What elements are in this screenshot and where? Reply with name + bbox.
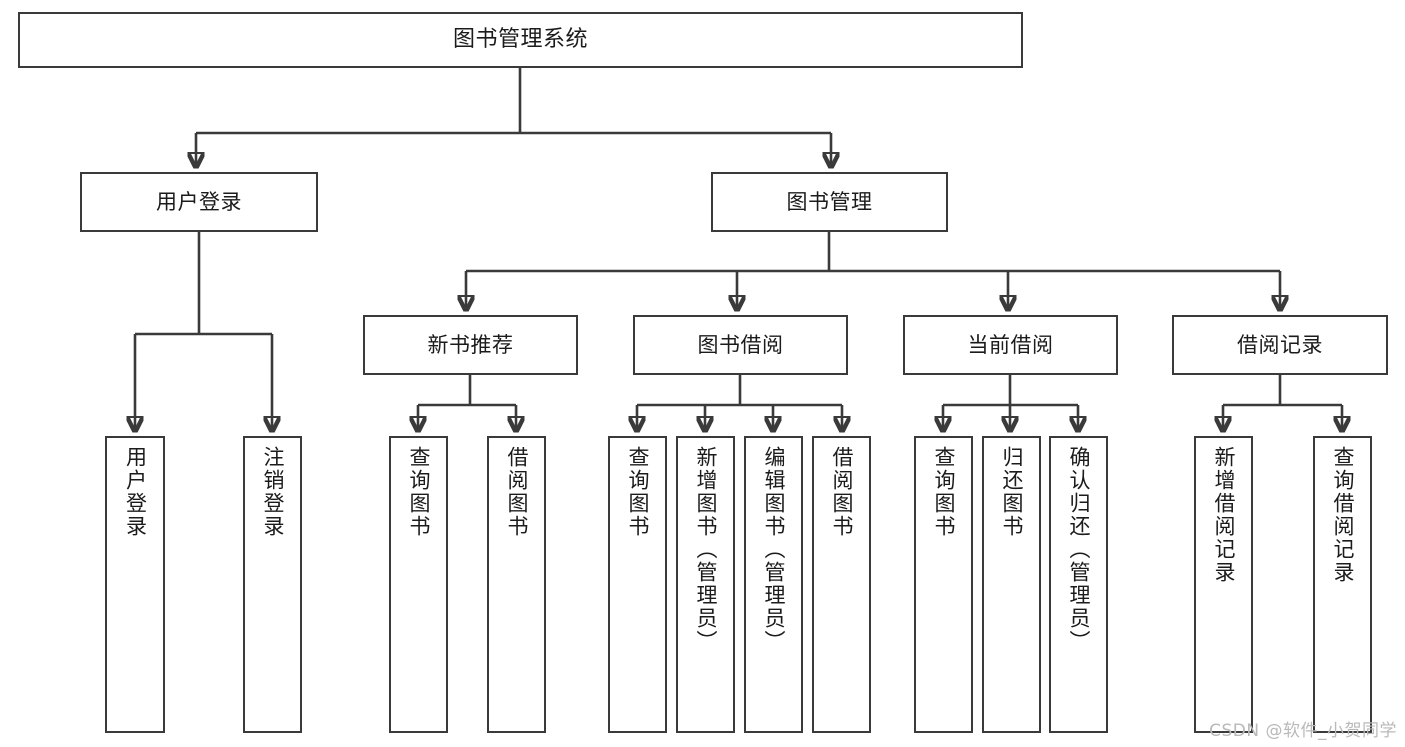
node-leaf-query-record[interactable]: 查询借阅记录 <box>1313 436 1372 733</box>
node-leaf-query-book-3[interactable]: 查询图书 <box>914 436 973 733</box>
node-borrow-record[interactable]: 借阅记录 <box>1172 315 1388 375</box>
node-leaf-add-book-label: 新增图书（管理员） <box>694 446 718 653</box>
node-leaf-query-book-2-label: 查询图书 <box>626 446 650 538</box>
node-borrow-record-label: 借阅记录 <box>1237 332 1323 357</box>
node-leaf-add-record-label: 新增借阅记录 <box>1212 446 1236 584</box>
node-leaf-edit-book-label: 编辑图书（管理员） <box>762 446 786 653</box>
node-leaf-query-book-2[interactable]: 查询图书 <box>608 436 667 733</box>
node-leaf-query-book-1[interactable]: 查询图书 <box>389 436 448 733</box>
node-book-borrow[interactable]: 图书借阅 <box>633 315 848 375</box>
node-leaf-add-book[interactable]: 新增图书（管理员） <box>676 436 735 733</box>
watermark-text: CSDN @软件_小贺同学 <box>1209 721 1397 741</box>
node-leaf-add-record[interactable]: 新增借阅记录 <box>1194 436 1253 733</box>
node-leaf-query-book-1-label: 查询图书 <box>407 446 431 538</box>
node-new-book-recommend-label: 新书推荐 <box>427 332 514 357</box>
node-leaf-user-login-label: 用户登录 <box>123 446 148 538</box>
node-new-book-recommend[interactable]: 新书推荐 <box>363 315 578 375</box>
node-book-manage-label: 图书管理 <box>786 189 873 214</box>
node-root[interactable]: 图书管理系统 <box>18 12 1023 68</box>
node-user-login-label: 用户登录 <box>156 189 242 214</box>
node-leaf-return-book[interactable]: 归还图书 <box>982 436 1041 733</box>
node-leaf-logout-label: 注销登录 <box>261 446 285 538</box>
node-book-borrow-label: 图书借阅 <box>697 332 784 357</box>
node-leaf-user-login[interactable]: 用户登录 <box>105 436 165 733</box>
node-leaf-borrow-book-2[interactable]: 借阅图书 <box>812 436 871 733</box>
node-leaf-confirm-return[interactable]: 确认归还（管理员） <box>1049 436 1108 733</box>
node-leaf-borrow-book-1[interactable]: 借阅图书 <box>487 436 546 733</box>
node-user-login[interactable]: 用户登录 <box>80 172 318 232</box>
node-root-label: 图书管理系统 <box>452 27 588 53</box>
node-current-borrow[interactable]: 当前借阅 <box>903 315 1118 375</box>
node-leaf-confirm-return-label: 确认归还（管理员） <box>1067 446 1091 653</box>
node-book-manage[interactable]: 图书管理 <box>711 172 948 232</box>
node-leaf-borrow-book-2-label: 借阅图书 <box>830 446 854 538</box>
node-leaf-logout[interactable]: 注销登录 <box>243 436 302 733</box>
node-leaf-query-record-label: 查询借阅记录 <box>1331 446 1355 584</box>
node-leaf-return-book-label: 归还图书 <box>1000 446 1024 538</box>
node-current-borrow-label: 当前借阅 <box>967 332 1054 357</box>
node-leaf-query-book-3-label: 查询图书 <box>932 446 956 538</box>
node-leaf-edit-book[interactable]: 编辑图书（管理员） <box>744 436 803 733</box>
node-leaf-borrow-book-1-label: 借阅图书 <box>505 446 529 538</box>
